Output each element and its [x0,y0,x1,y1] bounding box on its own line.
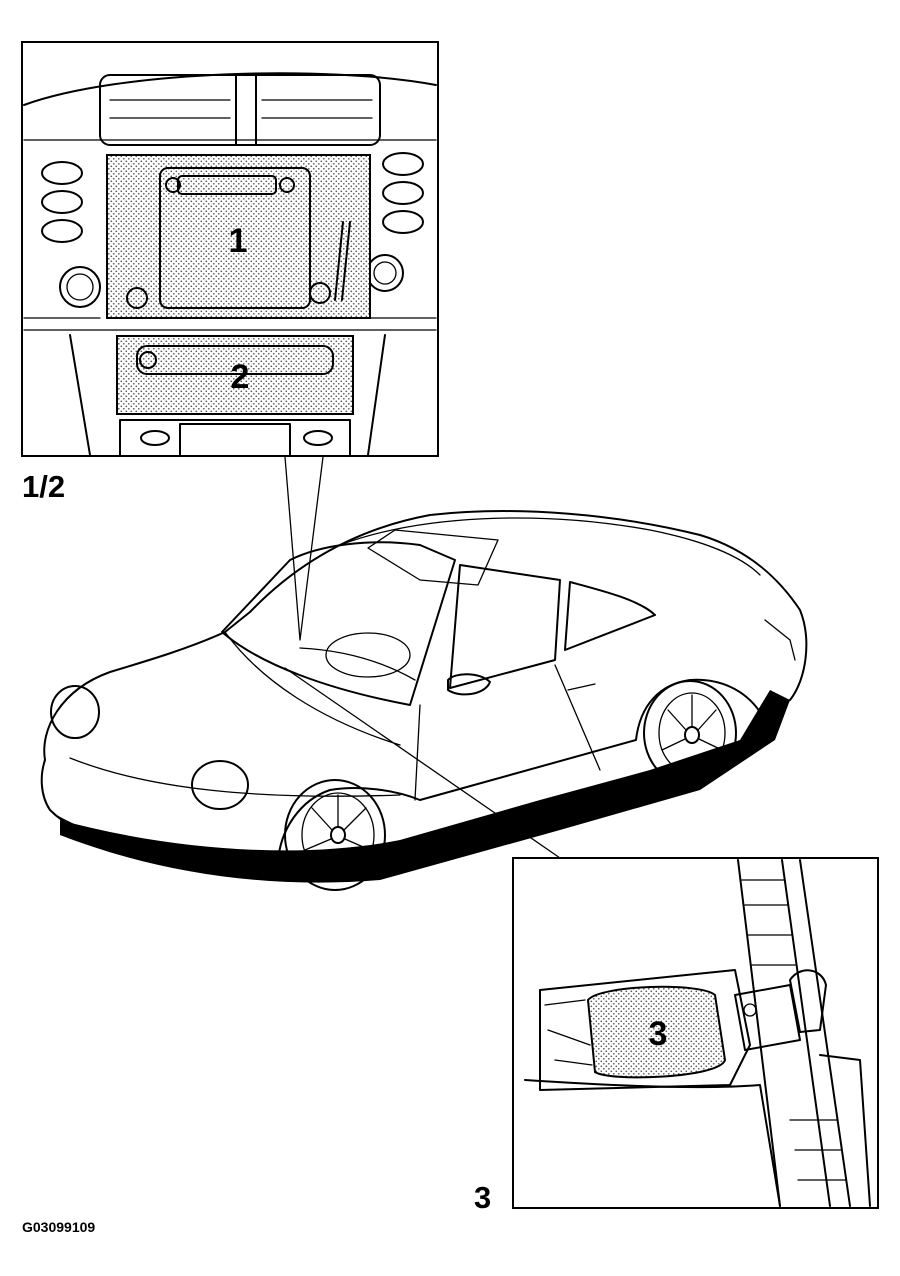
view-label-bottom: 3 [474,1180,491,1215]
hood-edge [224,631,401,746]
car-shadow [60,690,790,883]
dashboard-line [299,647,416,681]
steering-wheel [325,632,411,678]
inset-top-center-console: 1 2 [21,41,439,457]
door-line [414,664,601,801]
tail-light [764,619,796,661]
headlight-right [191,760,249,810]
side-window-rear [564,581,656,651]
car-body [40,510,808,869]
sunroof [367,529,499,586]
roof [339,517,761,576]
figure-id: G03099109 [22,1219,95,1235]
callout-3: 3 [649,1015,668,1053]
side-mirror [447,673,491,696]
windshield [221,541,456,706]
front-bumper [54,814,231,863]
wheel-rear [643,680,737,786]
headlight-left [50,685,100,739]
callout-1: 1 [229,222,248,260]
control-unit [586,985,727,1079]
leader-line-top [284,456,324,641]
hood-crease [69,757,401,797]
wheel-front [284,779,386,891]
radio-unit [106,154,371,319]
side-window-front [449,564,561,689]
car-illustration [40,510,808,891]
inset-bottom-module: 3 [512,857,879,1209]
callout-2: 2 [231,358,250,396]
view-label-top: 1/2 [22,469,65,504]
door-handle [567,683,596,691]
